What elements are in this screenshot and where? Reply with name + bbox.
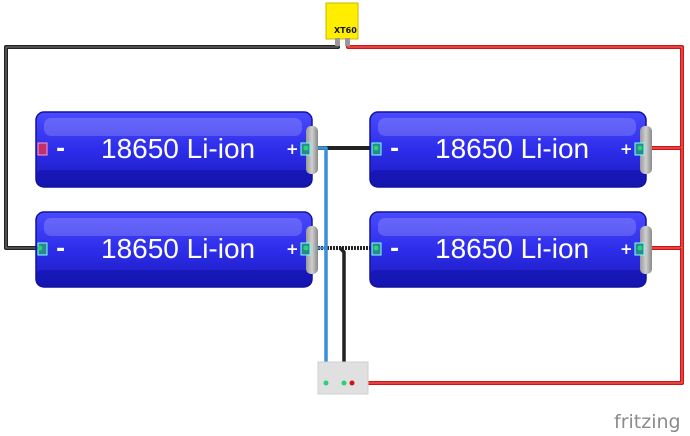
cell-lower-band bbox=[370, 270, 646, 287]
xt60-connector[interactable]: XT60 bbox=[325, 2, 359, 46]
cell-sheen bbox=[378, 118, 636, 136]
xt60-label: XT60 bbox=[334, 26, 357, 35]
cell-positive-sign: + bbox=[620, 240, 633, 258]
switch-pin-2 bbox=[341, 380, 347, 386]
cell-label: 18650 Li-ion bbox=[435, 133, 589, 164]
battery-cell-bottom-left[interactable]: - 18650 Li-ion + bbox=[35, 211, 318, 288]
cell-positive-sign: + bbox=[286, 140, 299, 158]
cell-positive-cap bbox=[640, 126, 652, 174]
cell-lower-band bbox=[36, 270, 312, 287]
switch-block[interactable] bbox=[317, 361, 369, 395]
cell-positive-sign: + bbox=[286, 240, 299, 258]
cell-sheen bbox=[44, 118, 302, 136]
cell-negative-sign: - bbox=[390, 137, 399, 162]
fritzing-logo: fritzing bbox=[614, 411, 681, 433]
wire-red-switch-highlight bbox=[352, 248, 683, 384]
xt60-body bbox=[325, 2, 359, 40]
cell-positive-sign: + bbox=[620, 140, 633, 158]
cell-negative-sign: - bbox=[390, 237, 399, 262]
cell-label: 18650 Li-ion bbox=[435, 233, 589, 264]
cell-negative-sign: - bbox=[56, 237, 65, 262]
switch-pin-1 bbox=[323, 380, 329, 386]
battery-cell-bottom-right[interactable]: - 18650 Li-ion + bbox=[369, 211, 652, 288]
cell-sheen bbox=[378, 218, 636, 236]
battery-cell-top-left[interactable]: - 18650 Li-ion + bbox=[35, 111, 318, 188]
xt60-pin-positive bbox=[345, 38, 350, 46]
cell-lower-band bbox=[36, 170, 312, 187]
cell-positive-cap bbox=[640, 226, 652, 274]
cell-negative-sign: - bbox=[56, 137, 65, 162]
cell-sheen bbox=[44, 218, 302, 236]
switch-body bbox=[317, 361, 369, 395]
battery-cell-top-right[interactable]: - 18650 Li-ion + bbox=[369, 111, 652, 188]
xt60-pin-negative bbox=[335, 38, 340, 46]
wire-black-switch[interactable] bbox=[338, 246, 346, 383]
cell-positive-cap bbox=[306, 226, 318, 274]
switch-pin-3 bbox=[349, 380, 355, 386]
cell-label: 18650 Li-ion bbox=[101, 133, 255, 164]
cell-label: 18650 Li-ion bbox=[101, 233, 255, 264]
cell-lower-band bbox=[370, 170, 646, 187]
cell-positive-cap bbox=[306, 126, 318, 174]
terminal-dots bbox=[37, 145, 643, 251]
cell-negative-pin bbox=[37, 142, 48, 156]
